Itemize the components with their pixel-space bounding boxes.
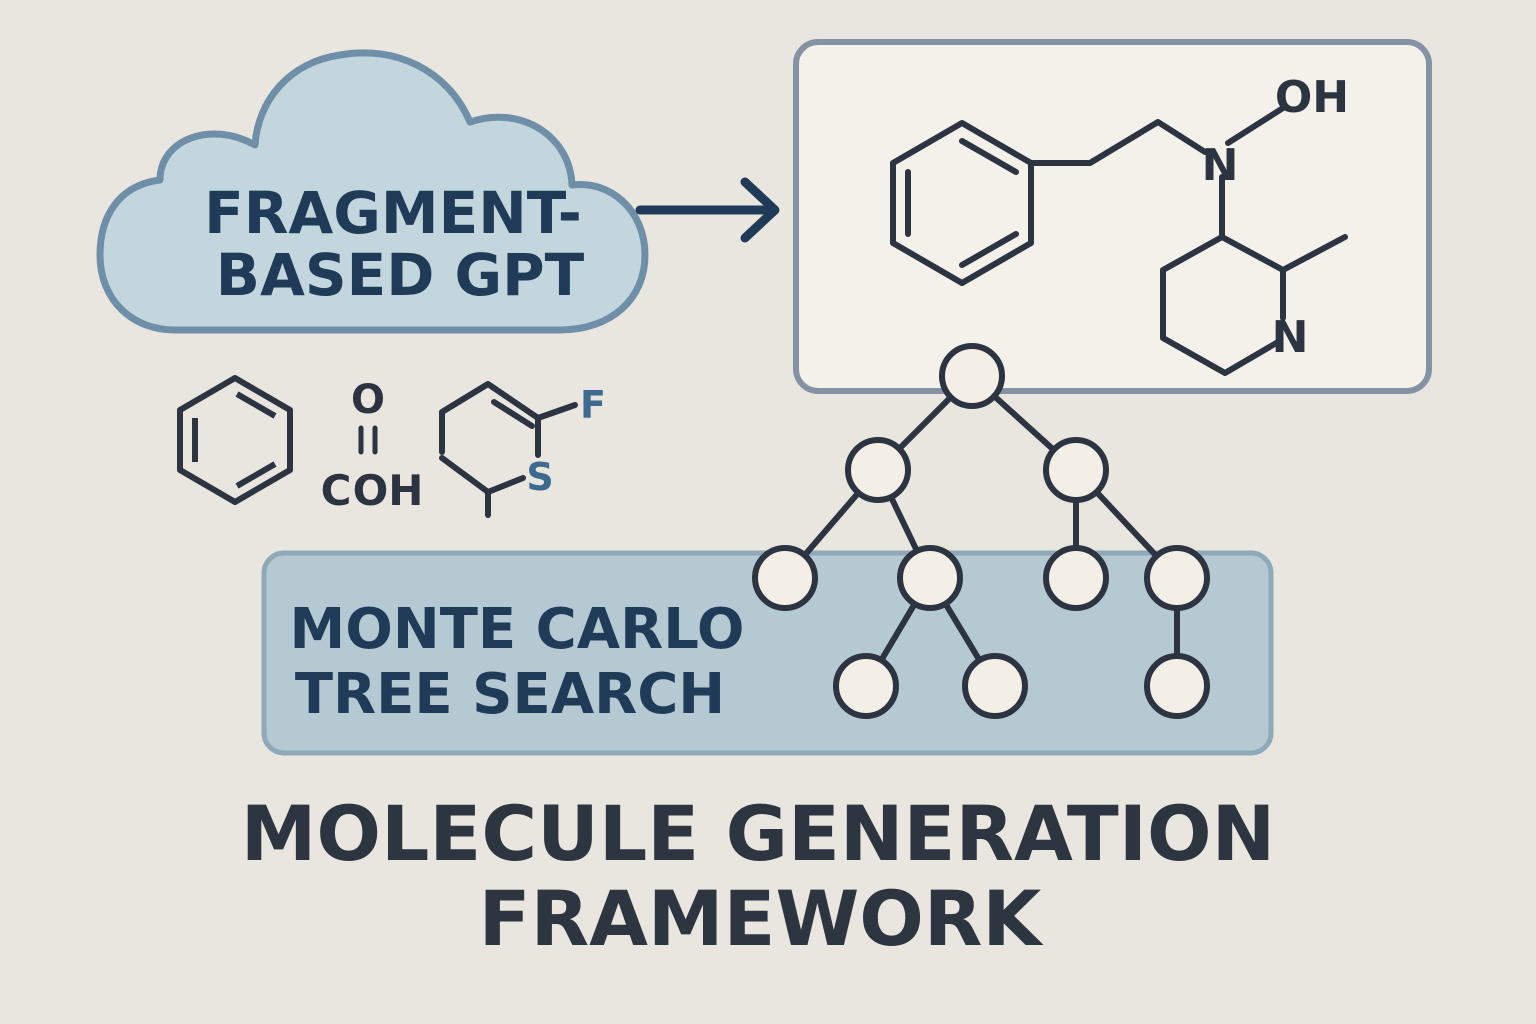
title-line1: MOLECULE GENERATION (241, 789, 1275, 878)
cloud-shape (96, 49, 649, 334)
tree-node (1043, 545, 1109, 611)
arrow-cloud-to-molecule (635, 177, 780, 243)
fragment-benzene (177, 375, 293, 505)
acid-double-bond (358, 425, 378, 455)
molecule-hydroxyl-label: OH (1275, 72, 1349, 123)
mcts-label-line2: TREE SEARCH (295, 662, 725, 727)
cloud-label-line1: FRAGMENT- (204, 179, 582, 247)
fragment-gpt-cloud: FRAGMENT- BASED GPT (96, 49, 649, 334)
mcts-label-line1: MONTE CARLO (290, 597, 745, 662)
fragments: O C OH F S (177, 375, 606, 518)
sulfur-label: S (526, 455, 553, 499)
title-line2: FRAMEWORK (479, 874, 1045, 963)
acid-hydroxyl-label: OH (353, 466, 424, 515)
acid-oxygen-label: O (351, 377, 385, 423)
tree-node (833, 653, 899, 719)
tree-node (897, 545, 963, 611)
tree-node (962, 653, 1028, 719)
molecule-box: OH N N (793, 39, 1432, 394)
tree-node-root (939, 343, 1005, 409)
tree-nodes (752, 343, 1210, 719)
framework-title: MOLECULE GENERATION FRAMEWORK (241, 789, 1275, 963)
fragment-thiopyran: F S (439, 381, 606, 518)
molecule-structure (890, 105, 1348, 376)
tree-node (752, 545, 818, 611)
molecule-nitrogen-top: N (1202, 140, 1239, 191)
fragment-carboxylic-acid: O C OH (321, 377, 424, 515)
search-tree (752, 343, 1210, 719)
fluorine-label: F (580, 383, 606, 427)
tree-node (1144, 545, 1210, 611)
molecule-nitrogen-ring: N (1272, 312, 1309, 363)
tree-node (1043, 437, 1109, 503)
acid-carbon-label: C (321, 466, 352, 515)
tree-node (1144, 653, 1210, 719)
cloud-label-line2: BASED GPT (216, 241, 585, 309)
tree-node (845, 437, 911, 503)
